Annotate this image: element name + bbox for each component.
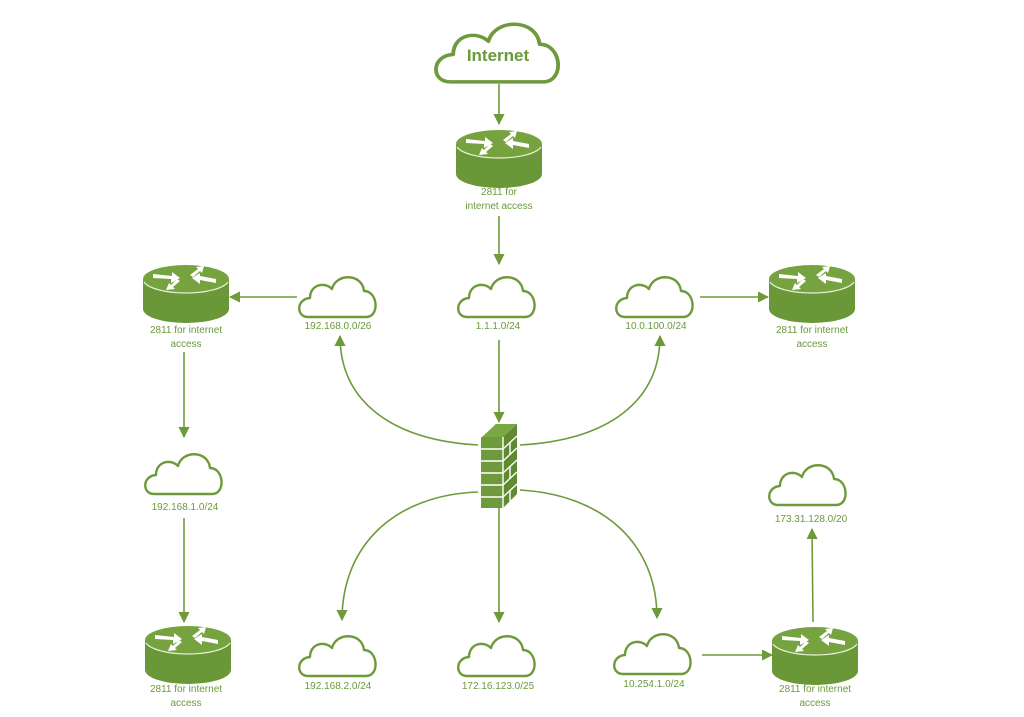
cloud-icon-192-168-0 (298, 276, 377, 319)
cloud-icon-173-31-128 (768, 464, 847, 507)
network-label-172-16-123: 172.16.123.0/25 (461, 681, 535, 692)
router-icon-left-top (142, 264, 230, 324)
connections (178, 84, 818, 661)
router-label-line1: 2811 for internet (775, 325, 849, 336)
firewall-icon (480, 423, 518, 508)
router-label-line1: 2811 for internet (149, 684, 223, 695)
router-label-line2: access (170, 698, 202, 709)
router-label-left-top: 2811 for internet access (116, 324, 256, 352)
link-firewall-to-192-168-2 (336, 491, 479, 622)
network-label-192-168-1: 192.168.1.0/24 (151, 502, 219, 513)
router-icon-left-bottom (144, 625, 232, 685)
network-label-10-0-100: 10.0.100.0/24 (625, 321, 687, 332)
link-firewall-to-10-0-100 (519, 334, 666, 446)
link-firewall-to-192-168-0 (334, 334, 479, 446)
router-label-top: 2811 for internet access (439, 186, 559, 214)
network-label-192-168-2: 192.168.2.0/24 (304, 681, 372, 692)
router-label-left-bottom: 2811 for internet access (116, 683, 256, 711)
router-icon-right-bottom (771, 626, 859, 686)
link-router-right-bottom-to-173-31-128 (806, 527, 818, 623)
router-label-line2: access (796, 339, 828, 350)
router-label-right-top: 2811 for internet access (742, 324, 882, 352)
network-label-10-254-1: 10.254.1.0/24 (623, 679, 685, 690)
router-icon-top (455, 129, 543, 189)
router-label-line2: access (799, 698, 831, 709)
cloud-icon-1-1-1 (457, 276, 536, 319)
cloud-icon-10-0-100 (615, 276, 694, 319)
cloud-icon-192-168-1 (144, 453, 223, 496)
router-label-line1: 2811 for (481, 187, 517, 198)
network-label-173-31-128: 173.31.128.0/20 (774, 514, 848, 525)
cloud-icon-10-254-1 (613, 633, 692, 676)
router-icon-right-top (768, 264, 856, 324)
network-label-192-168-0: 192.168.0.0/26 (304, 321, 372, 332)
network-label-1-1-1: 1.1.1.0/24 (475, 321, 521, 332)
router-label-line1: 2811 for internet (778, 684, 852, 695)
cloud-icon-172-16-123 (457, 635, 536, 678)
cloud-icon-192-168-2 (298, 635, 377, 678)
router-label-line2: internet access (465, 201, 533, 212)
internet-label: Internet (466, 46, 530, 65)
link-firewall-to-10-254-1 (519, 489, 663, 620)
router-label-line2: access (170, 339, 202, 350)
router-label-line1: 2811 for internet (149, 325, 223, 336)
router-label-right-bottom: 2811 for internet access (745, 683, 885, 711)
